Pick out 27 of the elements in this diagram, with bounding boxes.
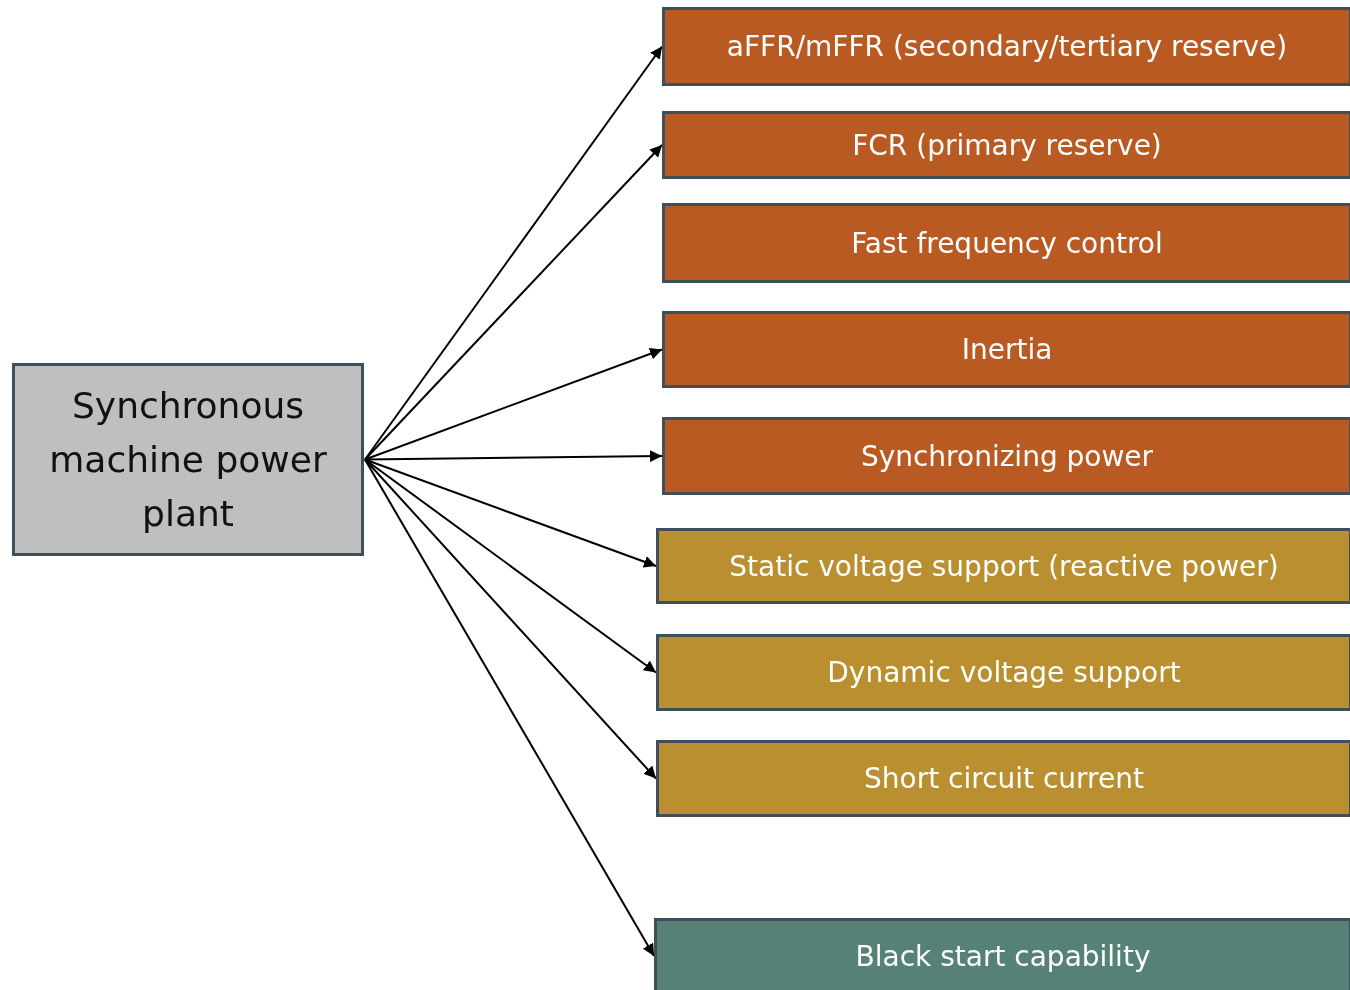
arrow	[364, 458, 655, 957]
box-label: Black start capability	[854, 939, 1152, 973]
box-label: aFFR/mFFR (secondary/tertiary reserve)	[725, 30, 1289, 63]
box-label: Synchronizing power	[859, 439, 1155, 473]
service-box	[656, 740, 1350, 817]
arrow	[364, 458, 657, 780]
service-box	[654, 918, 1350, 990]
box-label: Static voltage support (reactive power)	[728, 549, 1280, 583]
service-box	[656, 528, 1350, 604]
service-box	[662, 7, 1350, 86]
source-box	[12, 363, 364, 556]
service-box	[662, 203, 1350, 283]
arrow	[364, 450, 663, 463]
box-label: Dynamic voltage support	[826, 656, 1182, 689]
arrow	[364, 144, 663, 461]
arrow	[364, 458, 657, 568]
arrow	[364, 348, 663, 461]
service-box	[662, 417, 1350, 495]
service-box	[662, 311, 1350, 388]
box-label: Fast frequency control	[850, 226, 1164, 260]
box-label: Short circuit current	[863, 762, 1145, 795]
box-label: FCR (primary reserve)	[851, 128, 1163, 162]
service-box	[662, 111, 1350, 179]
service-box	[656, 634, 1350, 711]
box-label: Synchronous machine power plant	[48, 383, 328, 536]
arrow	[364, 45, 663, 461]
box-label: Inertia	[960, 333, 1054, 366]
